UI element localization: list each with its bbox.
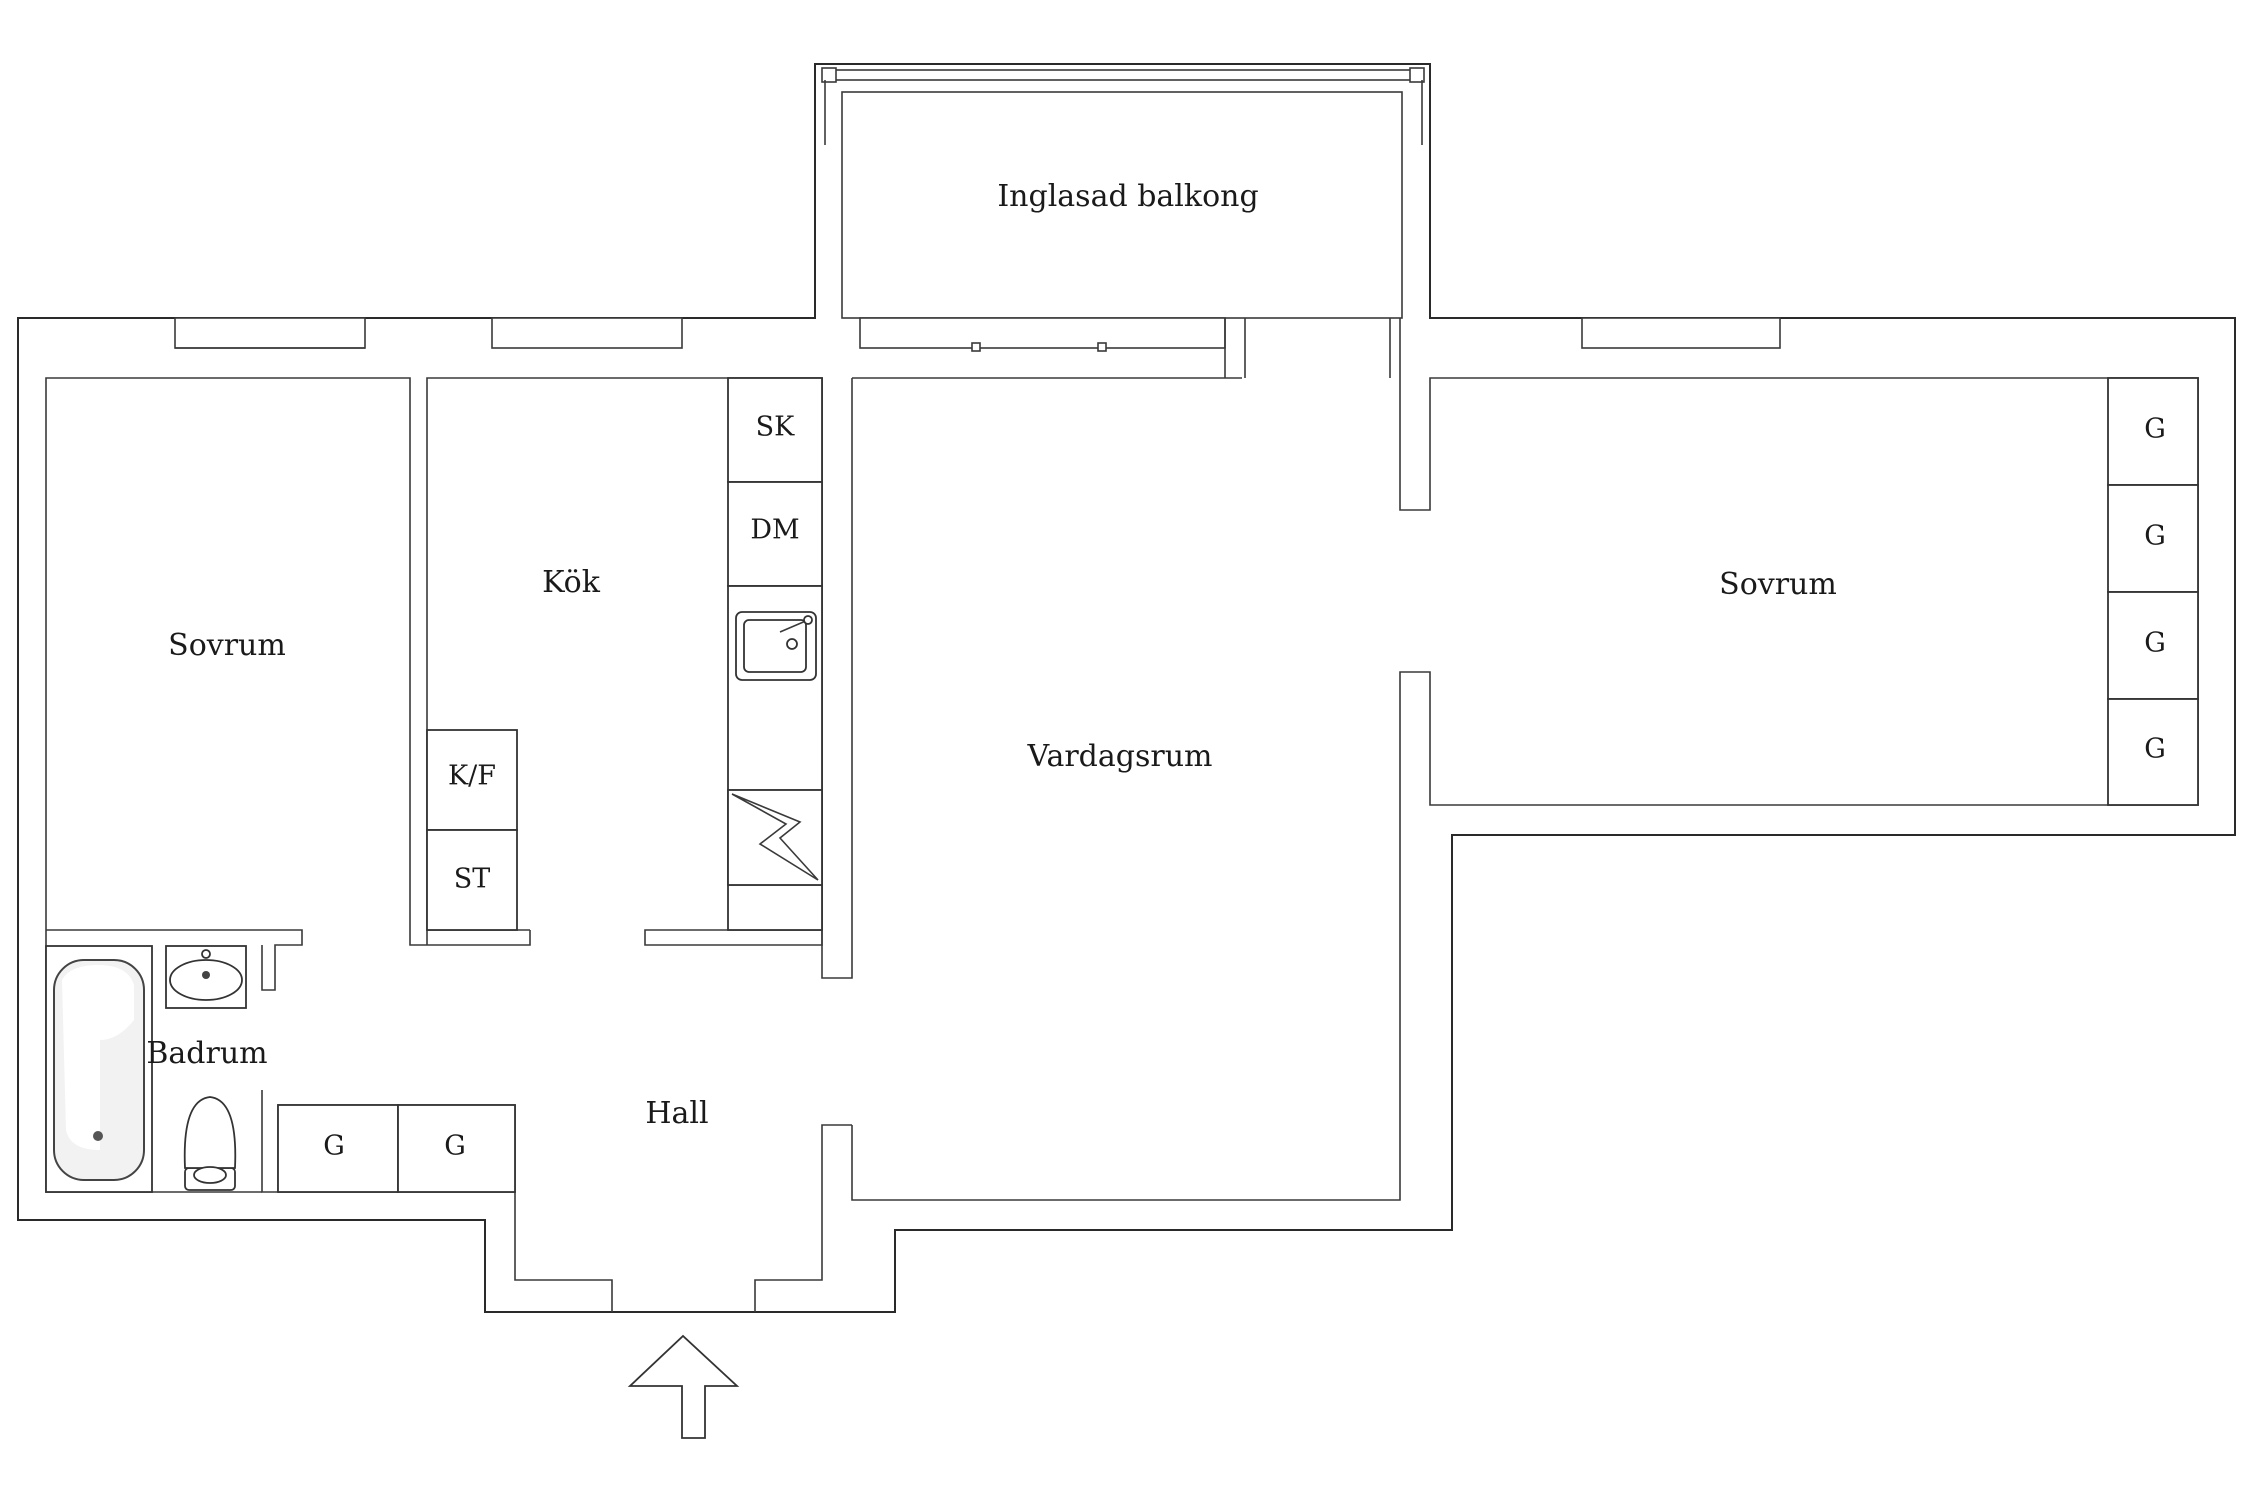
bathtub-icon [45, 945, 153, 1193]
wardrobes-hall [277, 1104, 516, 1193]
entrance-arrow-icon [627, 1334, 740, 1439]
wardrobe-label: G [2144, 628, 2166, 659]
kitchen-sink-icon [735, 611, 817, 681]
washbasin-icon [165, 945, 247, 1009]
wardrobe-label: G [323, 1131, 345, 1162]
room-label-living-room: Vardagsrum [1027, 739, 1213, 774]
fixture-label-st: ST [454, 864, 491, 895]
toilet-icon [183, 1096, 237, 1191]
wardrobes-right [2107, 377, 2199, 806]
room-label-bedroom-right: Sovrum [1719, 567, 1837, 602]
outer-walls [17, 63, 2236, 1313]
room-label-balcony: Inglasad balkong [997, 179, 1258, 214]
room-label-bedroom-left: Sovrum [168, 628, 286, 663]
room-label-hall: Hall [645, 1096, 708, 1131]
fixture-label-dm: DM [750, 515, 799, 546]
stove-icon [727, 789, 823, 886]
wardrobe-label: G [2144, 414, 2166, 445]
wardrobe-label: G [2144, 734, 2166, 765]
wardrobe-label: G [444, 1131, 466, 1162]
room-label-bathroom: Badrum [146, 1036, 267, 1071]
room-label-kitchen: Kök [542, 565, 601, 600]
wardrobe-label: G [2144, 521, 2166, 552]
fixture-label-sk: SK [756, 412, 795, 443]
kitchen-counter [426, 377, 823, 931]
windows [174, 317, 1781, 378]
fixture-label-kf: K/F [448, 761, 496, 792]
